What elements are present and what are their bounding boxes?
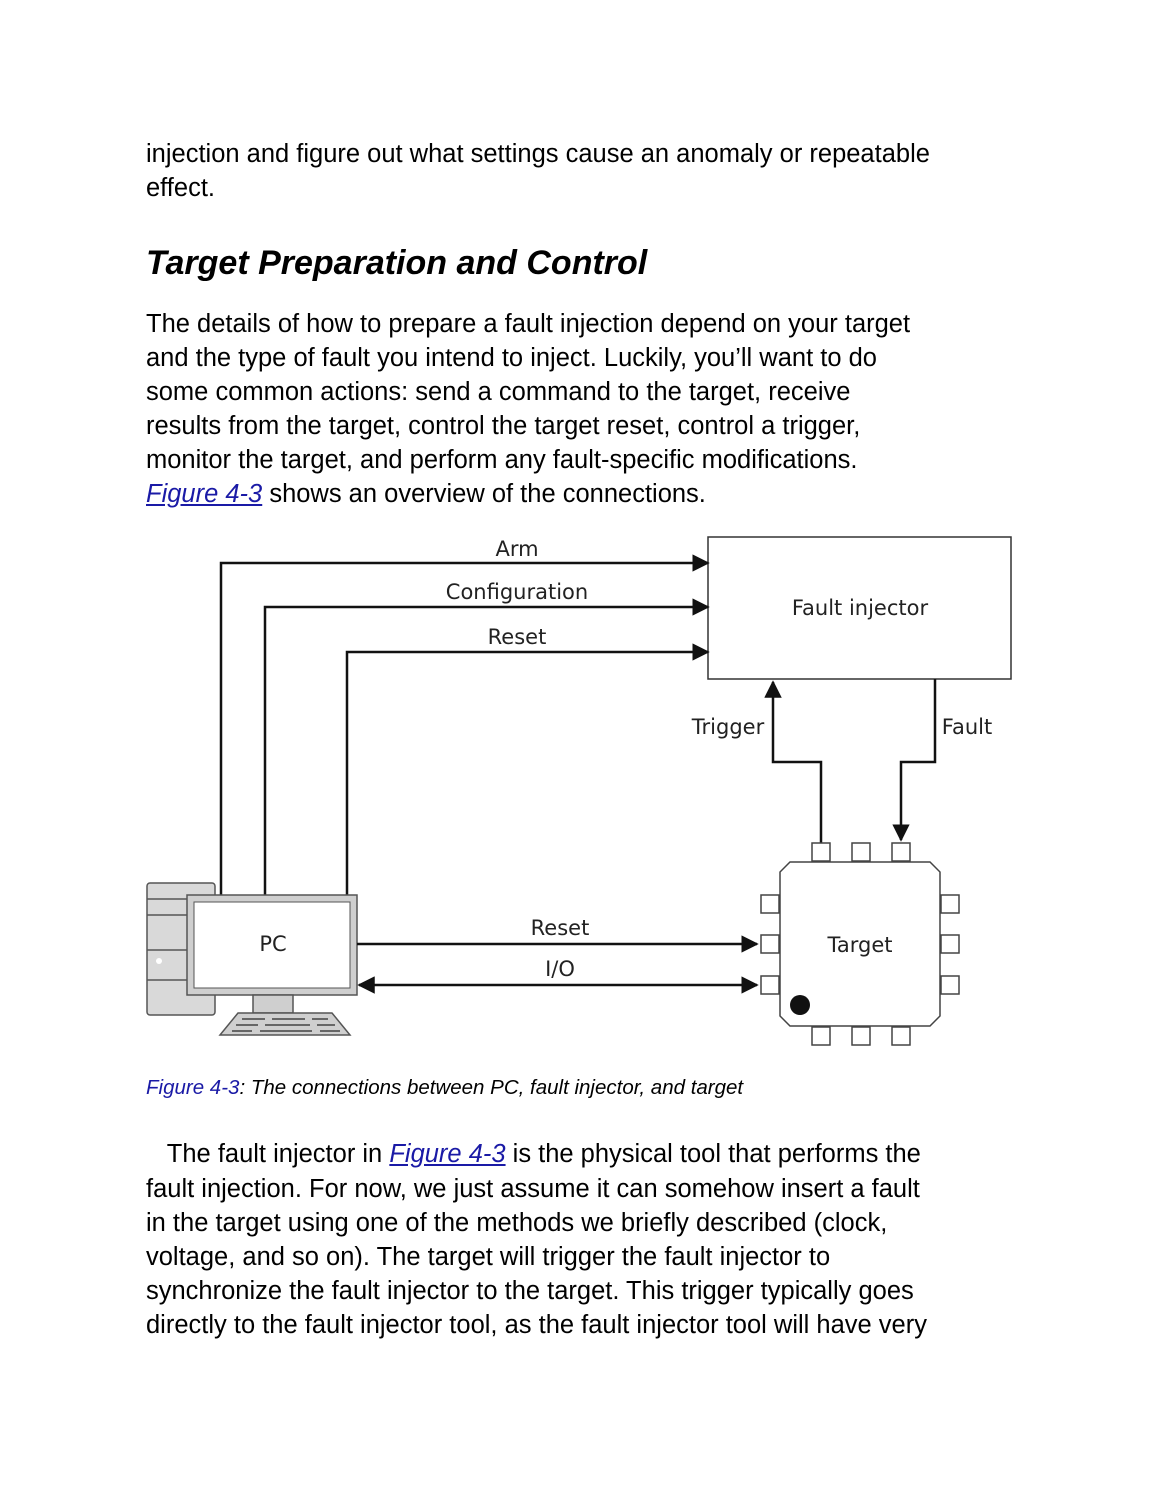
figure-caption: Figure 4-3: The connections between PC, … [146,1076,743,1100]
reset-top-label: Reset [488,625,547,649]
section-title: Target Preparation and Control [146,244,648,282]
paragraph2-line-6: directly to the fault injector tool, as … [146,1311,927,1339]
fault-injector-label: Fault injector [792,596,929,620]
paragraph1-line-2: and the type of fault you intend to inje… [146,344,877,372]
configuration-label: Configuration [446,580,588,604]
paragraph1-line-6: Figure 4-3 shows an overview of the conn… [146,477,706,511]
target-label: Target [827,933,893,957]
paragraph2-line-1-end: is the physical tool that performs the [505,1140,921,1168]
paragraph2-line-1: The fault injector in Figure 4-3 is the … [146,1137,921,1171]
paragraph2-line-5: synchronize the fault injector to the ta… [146,1277,914,1305]
fault-injector-box [707,536,1012,680]
paragraph1-line-6-text: shows an overview of the connections. [262,480,706,508]
figure-link-2[interactable]: Figure 4-3 [389,1140,506,1168]
paragraph2-line-1-start: The fault injector in [146,1140,390,1168]
connections-diagram: Fault injector Arm Configuration Reset T… [146,536,1012,1046]
fault-connection [892,679,937,842]
paragraph1-line-4: results from the target, control the tar… [146,412,861,440]
paragraph2-line-3: in the target using one of the methods w… [146,1209,888,1237]
pc-label: PC [259,932,286,956]
reset-bottom-label: Reset [531,916,590,940]
reset-top-connection [345,643,710,897]
io-label: I/O [545,957,575,981]
figure-caption-label: Figure 4-3 [146,1076,240,1099]
pc-screen [193,901,351,989]
paragraph2-line-4: voltage, and so on). The target will tri… [146,1243,831,1271]
intro-line-1: injection and figure out what settings c… [146,140,930,168]
arm-connection [219,554,710,897]
pc-stand [252,994,294,1014]
paragraph1-line-5: monitor the target, and perform any faul… [146,446,858,474]
paragraph1-line-1: The details of how to prepare a fault in… [146,310,911,338]
figure-caption-text: : The connections between PC, fault inje… [239,1076,744,1099]
paragraph1-line-3: some common actions: send a command to t… [146,378,851,406]
figure-link[interactable]: Figure 4-3 [146,480,263,508]
intro-line-2: effect. [146,174,215,202]
trigger-label: Trigger [691,715,765,739]
keyboard-icon [218,1012,352,1036]
target-chip [760,842,960,1046]
trigger-connection [764,680,823,843]
fault-label: Fault [942,715,992,739]
paragraph2-line-2: fault injection. For now, we just assume… [146,1175,920,1203]
arm-label: Arm [495,537,538,561]
configuration-connection [263,598,710,897]
